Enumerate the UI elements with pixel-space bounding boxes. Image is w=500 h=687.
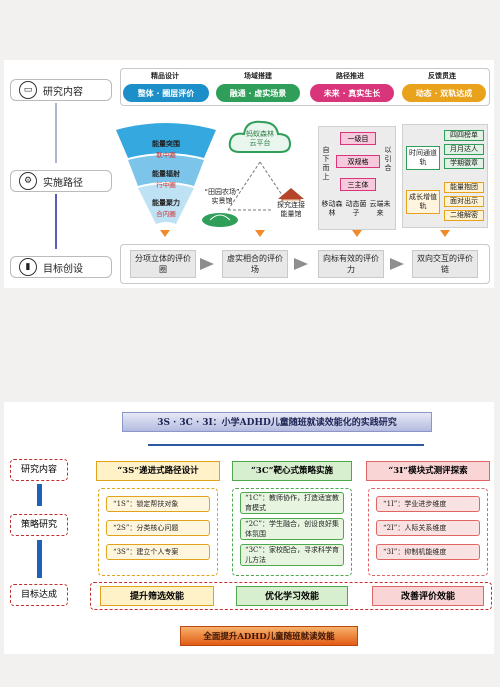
arrow-down-2 bbox=[55, 194, 57, 249]
house-subtitle: 能量馆 bbox=[272, 210, 310, 219]
farm-subtitle: 实景馆 bbox=[211, 197, 233, 205]
ladder-bottom-2: 动态菌子 bbox=[345, 200, 367, 217]
item-3c-2: “2C”：学生融合，创设良好集体氛围 bbox=[240, 518, 344, 540]
col-body-3s bbox=[98, 488, 218, 576]
item-3c-1: “1C”：教师协作，打造适宜教育模式 bbox=[240, 492, 344, 514]
circle-2-title: 能量辐射 bbox=[152, 170, 180, 178]
item-3i-3: “3I”：抑制机能维度 bbox=[376, 544, 480, 560]
chart-icon: ▮ bbox=[19, 258, 37, 276]
bottom-title: 3S · 3C · 3I：小学ADHD儿童随班就读效能化的实践研究 bbox=[122, 412, 432, 432]
header-tag-3: 路径推进 bbox=[336, 72, 364, 80]
goal-4: 双向交互的评价链 bbox=[412, 250, 478, 278]
timeline-item-3: 学期徽章 bbox=[444, 158, 484, 169]
goal-band bbox=[90, 582, 492, 610]
item-3s-1: “1S”：锁定帮扶对象 bbox=[106, 496, 210, 512]
b-row-research-content: 研究内容 bbox=[10, 459, 68, 481]
b-arrow-1 bbox=[37, 484, 42, 506]
row-implementation-path: ⚙实施路径 bbox=[10, 170, 112, 192]
orange-arrow-4 bbox=[440, 230, 450, 237]
cloud-title: 蚂蚁森林 bbox=[246, 130, 274, 138]
row-research-content: ▭研究内容 bbox=[10, 79, 112, 101]
growth-item-2: 面对出示 bbox=[444, 196, 484, 207]
circle-1-title: 能量突围 bbox=[152, 140, 180, 148]
header-row bbox=[120, 68, 490, 106]
goal-3s: 提升筛选效能 bbox=[100, 586, 214, 606]
header-bar-3: 未来 · 真实生长 bbox=[310, 84, 394, 102]
circle-3-title: 能量聚力 bbox=[152, 199, 180, 207]
goal-arrow-2 bbox=[294, 258, 308, 270]
goal-arrow-3 bbox=[390, 258, 404, 270]
title-connector bbox=[148, 444, 424, 446]
item-3i-1: “1I”：学业进步维度 bbox=[376, 496, 480, 512]
goal-3i: 改善评价效能 bbox=[372, 586, 484, 606]
monitor-icon: ▭ bbox=[19, 81, 37, 99]
col-body-3c bbox=[232, 488, 352, 576]
circle-3-ring: 合内圈 bbox=[156, 210, 176, 218]
ladder-step-2: 双规格 bbox=[336, 155, 380, 168]
goal-1: 分项立体的评价圈 bbox=[130, 250, 196, 278]
item-3s-2: “2S”：分类核心问题 bbox=[106, 520, 210, 536]
item-3s-3: “3S”：建立个人专案 bbox=[106, 544, 210, 560]
triangle-connector bbox=[227, 161, 293, 211]
growth-item-1: 能量抱团 bbox=[444, 182, 484, 193]
header-tag-4: 反馈贯连 bbox=[428, 72, 456, 80]
header-bar-2: 融通 · 虚实场景 bbox=[216, 84, 300, 102]
ladder-right-label: 以引合 bbox=[384, 146, 392, 172]
goal-arrow-1 bbox=[200, 258, 214, 270]
item-3i-2: “2I”：人际关系维度 bbox=[376, 520, 480, 536]
farm-title: “田园农场” bbox=[204, 188, 240, 196]
timeline-item-2: 月月达人 bbox=[444, 144, 484, 155]
row-goal-creation: ▮目标创设 bbox=[10, 256, 112, 278]
farm-leaf-icon bbox=[202, 213, 238, 227]
orange-arrow-2 bbox=[255, 230, 265, 237]
col-head-3s: “3S”递进式路径设计 bbox=[96, 461, 220, 481]
header-bar-4: 动态 · 双轨达成 bbox=[402, 84, 486, 102]
goal-3: 向标有效的评价力 bbox=[318, 250, 384, 278]
cloud-icon bbox=[228, 120, 292, 153]
header-tag-2: 场域搭建 bbox=[244, 72, 272, 80]
ladder-bottom-1: 移动森林 bbox=[321, 200, 343, 217]
circle-1-ring: 联中圈 bbox=[156, 151, 176, 159]
timeline-track: 时间通道轨 bbox=[406, 146, 440, 170]
col-head-3i: “3I”模块式测评探索 bbox=[366, 461, 490, 481]
col-body-3i bbox=[368, 488, 488, 576]
header-tag-1: 精品设计 bbox=[151, 72, 179, 80]
circle-2-ring: 行中圈 bbox=[156, 181, 176, 189]
orange-arrow-3 bbox=[352, 230, 362, 237]
b-row-goal: 目标达成 bbox=[10, 584, 68, 606]
orange-arrow-1 bbox=[160, 230, 170, 237]
timeline-item-1: 四四榜单 bbox=[444, 130, 484, 141]
header-bar-1: 整体 · 圈层评价 bbox=[123, 84, 209, 102]
col-head-3c: “3C”靶心式策略实施 bbox=[232, 461, 352, 481]
ladder-step-1: 一级目 bbox=[340, 132, 376, 145]
ladder-left-label: 自下而上 bbox=[322, 146, 330, 181]
footer-banner: 全面提升ADHD儿童随班就读效能 bbox=[180, 626, 358, 646]
house-title: 探究连接 bbox=[272, 201, 310, 210]
goal-3c: 优化学习效能 bbox=[236, 586, 348, 606]
ladder-bottom-3: 云端未来 bbox=[369, 200, 391, 217]
b-row-strategy: 策略研究 bbox=[10, 514, 68, 536]
arrow-down-1 bbox=[55, 103, 57, 163]
goal-row bbox=[120, 244, 490, 284]
growth-track: 成长增值轨 bbox=[406, 190, 440, 214]
item-3c-3: “3C”：家校配合，寻求科学育儿方法 bbox=[240, 544, 344, 566]
gear-icon: ⚙ bbox=[19, 172, 37, 190]
ladder-step-3: 三主体 bbox=[340, 178, 376, 191]
goal-2: 虚实相合的评价场 bbox=[222, 250, 288, 278]
circle-layers bbox=[116, 123, 216, 224]
b-arrow-2 bbox=[37, 540, 42, 578]
cloud-subtitle: 云平台 bbox=[249, 139, 271, 147]
growth-item-3: 二维解密 bbox=[444, 210, 484, 221]
